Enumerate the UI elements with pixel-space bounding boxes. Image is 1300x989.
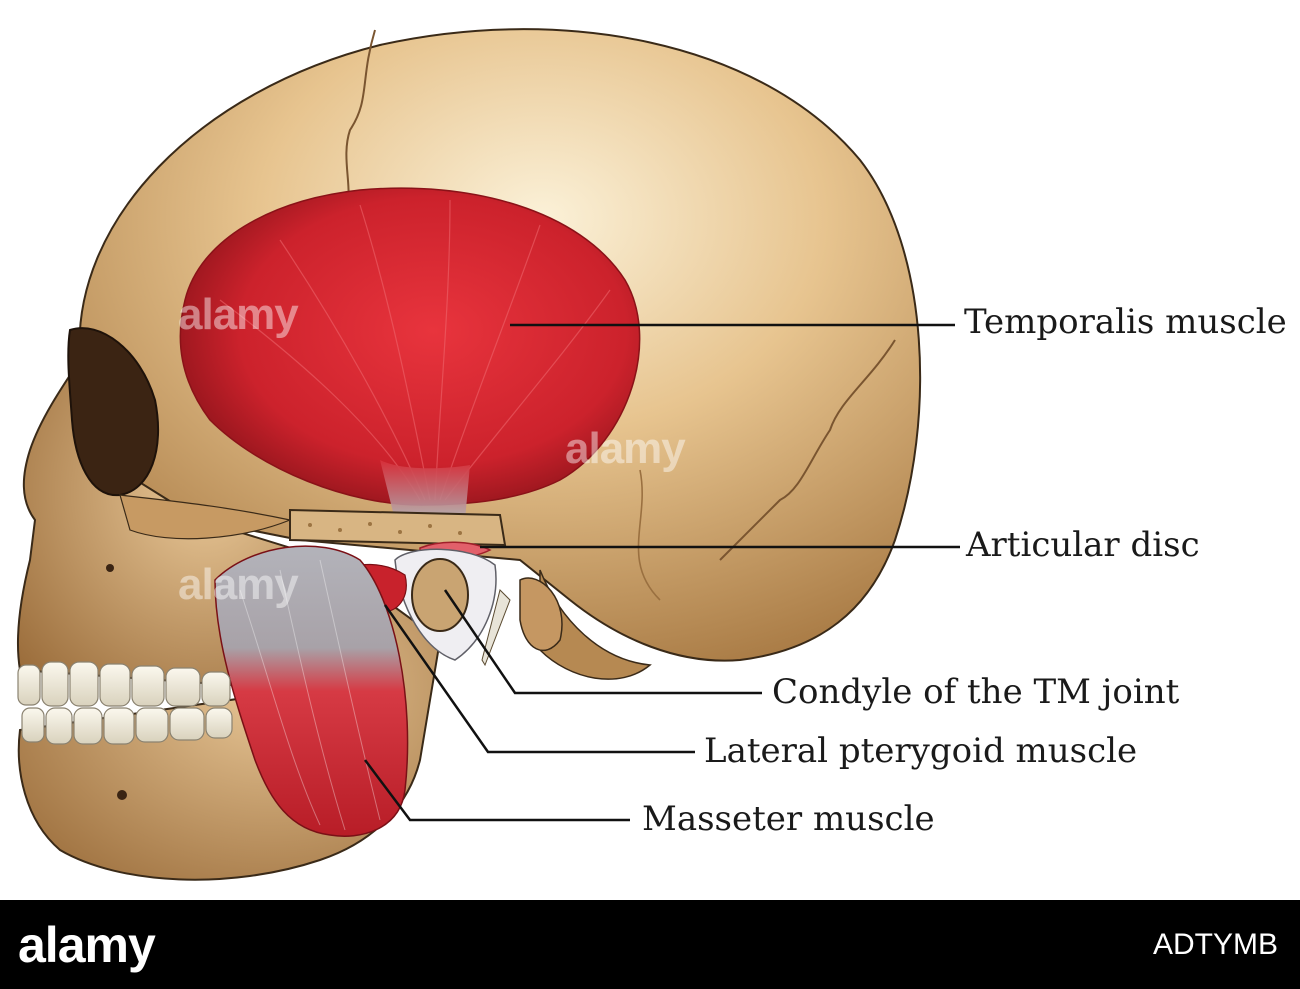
eye-orbit: [67, 327, 159, 497]
upper-teeth: [17, 661, 231, 707]
styloid-process: [481, 589, 511, 667]
lower-teeth: [21, 707, 233, 745]
temporalis-tendon: [380, 460, 470, 520]
leader-lines: [364, 323, 960, 822]
masseter-fibers: [239, 559, 381, 831]
bone-texture: [308, 522, 462, 535]
coronal-suture: [344, 29, 376, 216]
squamous-suture: [637, 469, 661, 601]
infraorbital-foramen: [106, 564, 114, 572]
watermark: alamy: [178, 560, 299, 609]
lambdoid-suture: [719, 339, 896, 561]
label-temporalis: Temporalis muscle: [964, 302, 1287, 342]
label-lateral-pterygoid: Lateral pterygoid muscle: [704, 731, 1138, 771]
leader-condyle: [443, 589, 762, 695]
condyle: [411, 558, 469, 632]
watermark: alamy: [178, 290, 299, 339]
mental-foramen: [117, 790, 127, 800]
watermark: alamy: [565, 424, 686, 473]
image-id: ADTYMB: [1152, 928, 1278, 961]
footer-bar: alamy ADTYMB: [0, 900, 1300, 989]
label-articular-disc: Articular disc: [966, 525, 1200, 565]
occipital-region: [539, 569, 652, 680]
mastoid-process: [519, 577, 563, 652]
label-condyle: Condyle of the TM joint: [772, 672, 1180, 712]
leader-masseter: [364, 759, 630, 822]
leader-lateral-pterygoid: [383, 604, 695, 754]
alamy-logo: alamy: [18, 917, 156, 973]
label-masseter: Masseter muscle: [642, 799, 935, 839]
zygomatic-arch: [289, 508, 507, 547]
skull-diagram: [17, 28, 960, 881]
masseter-muscle: [214, 545, 409, 837]
